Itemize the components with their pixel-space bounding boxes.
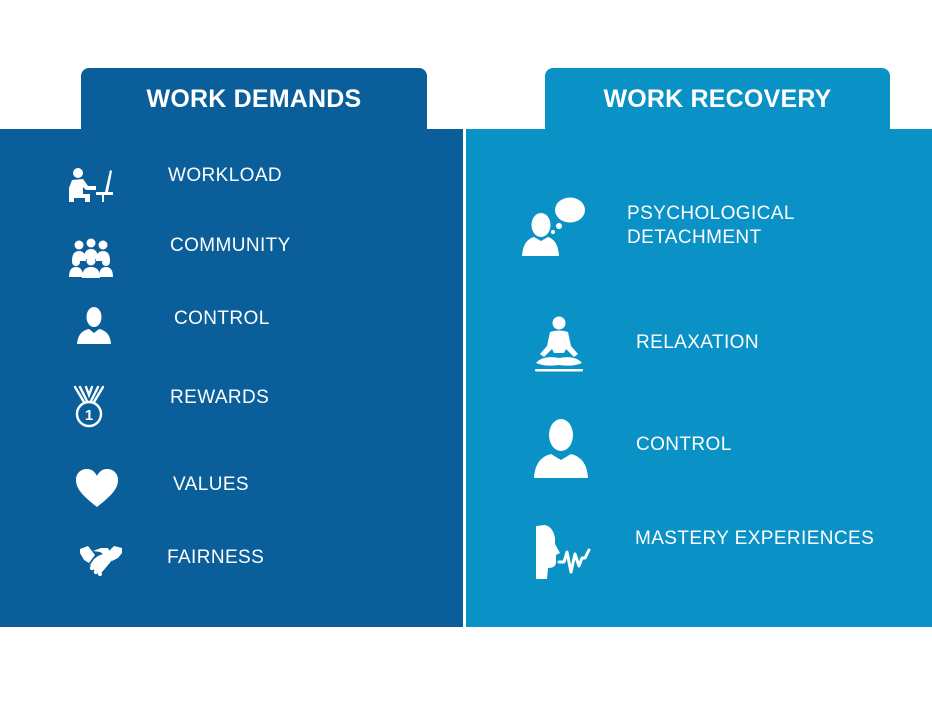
svg-text:1: 1 [85,407,93,424]
work-recovery-header: WORK RECOVERY [545,68,890,130]
relaxation-label: RELAXATION [636,332,759,353]
control-label: CONTROL [174,308,270,329]
work-demands-panel [0,129,463,627]
community-icon [68,237,114,279]
person-icon [76,306,112,344]
values-label: VALUES [173,474,249,495]
thinking-head-icon [520,195,588,257]
recovery-control-label: CONTROL [636,434,732,455]
workload-icon [66,166,116,204]
workload-label: WORKLOAD [168,165,283,186]
mastery-experiences-label: MASTERY EXPERIENCES [635,528,875,549]
rewards-label: REWARDS [170,387,270,408]
heart-icon [75,468,119,508]
medal-icon: 1 [72,385,106,429]
handshake-icon [79,543,123,577]
meditation-icon [533,315,585,373]
community-label: COMMUNITY [170,235,291,256]
voice-profile-icon [533,524,591,580]
work-demands-header: WORK DEMANDS [81,68,427,130]
person-icon [533,418,589,478]
psychological-detachment-label-line2: DETACHMENT [627,227,762,248]
fairness-label: FAIRNESS [167,547,265,568]
psychological-detachment-label-line1: PSYCHOLOGICAL [627,203,795,224]
